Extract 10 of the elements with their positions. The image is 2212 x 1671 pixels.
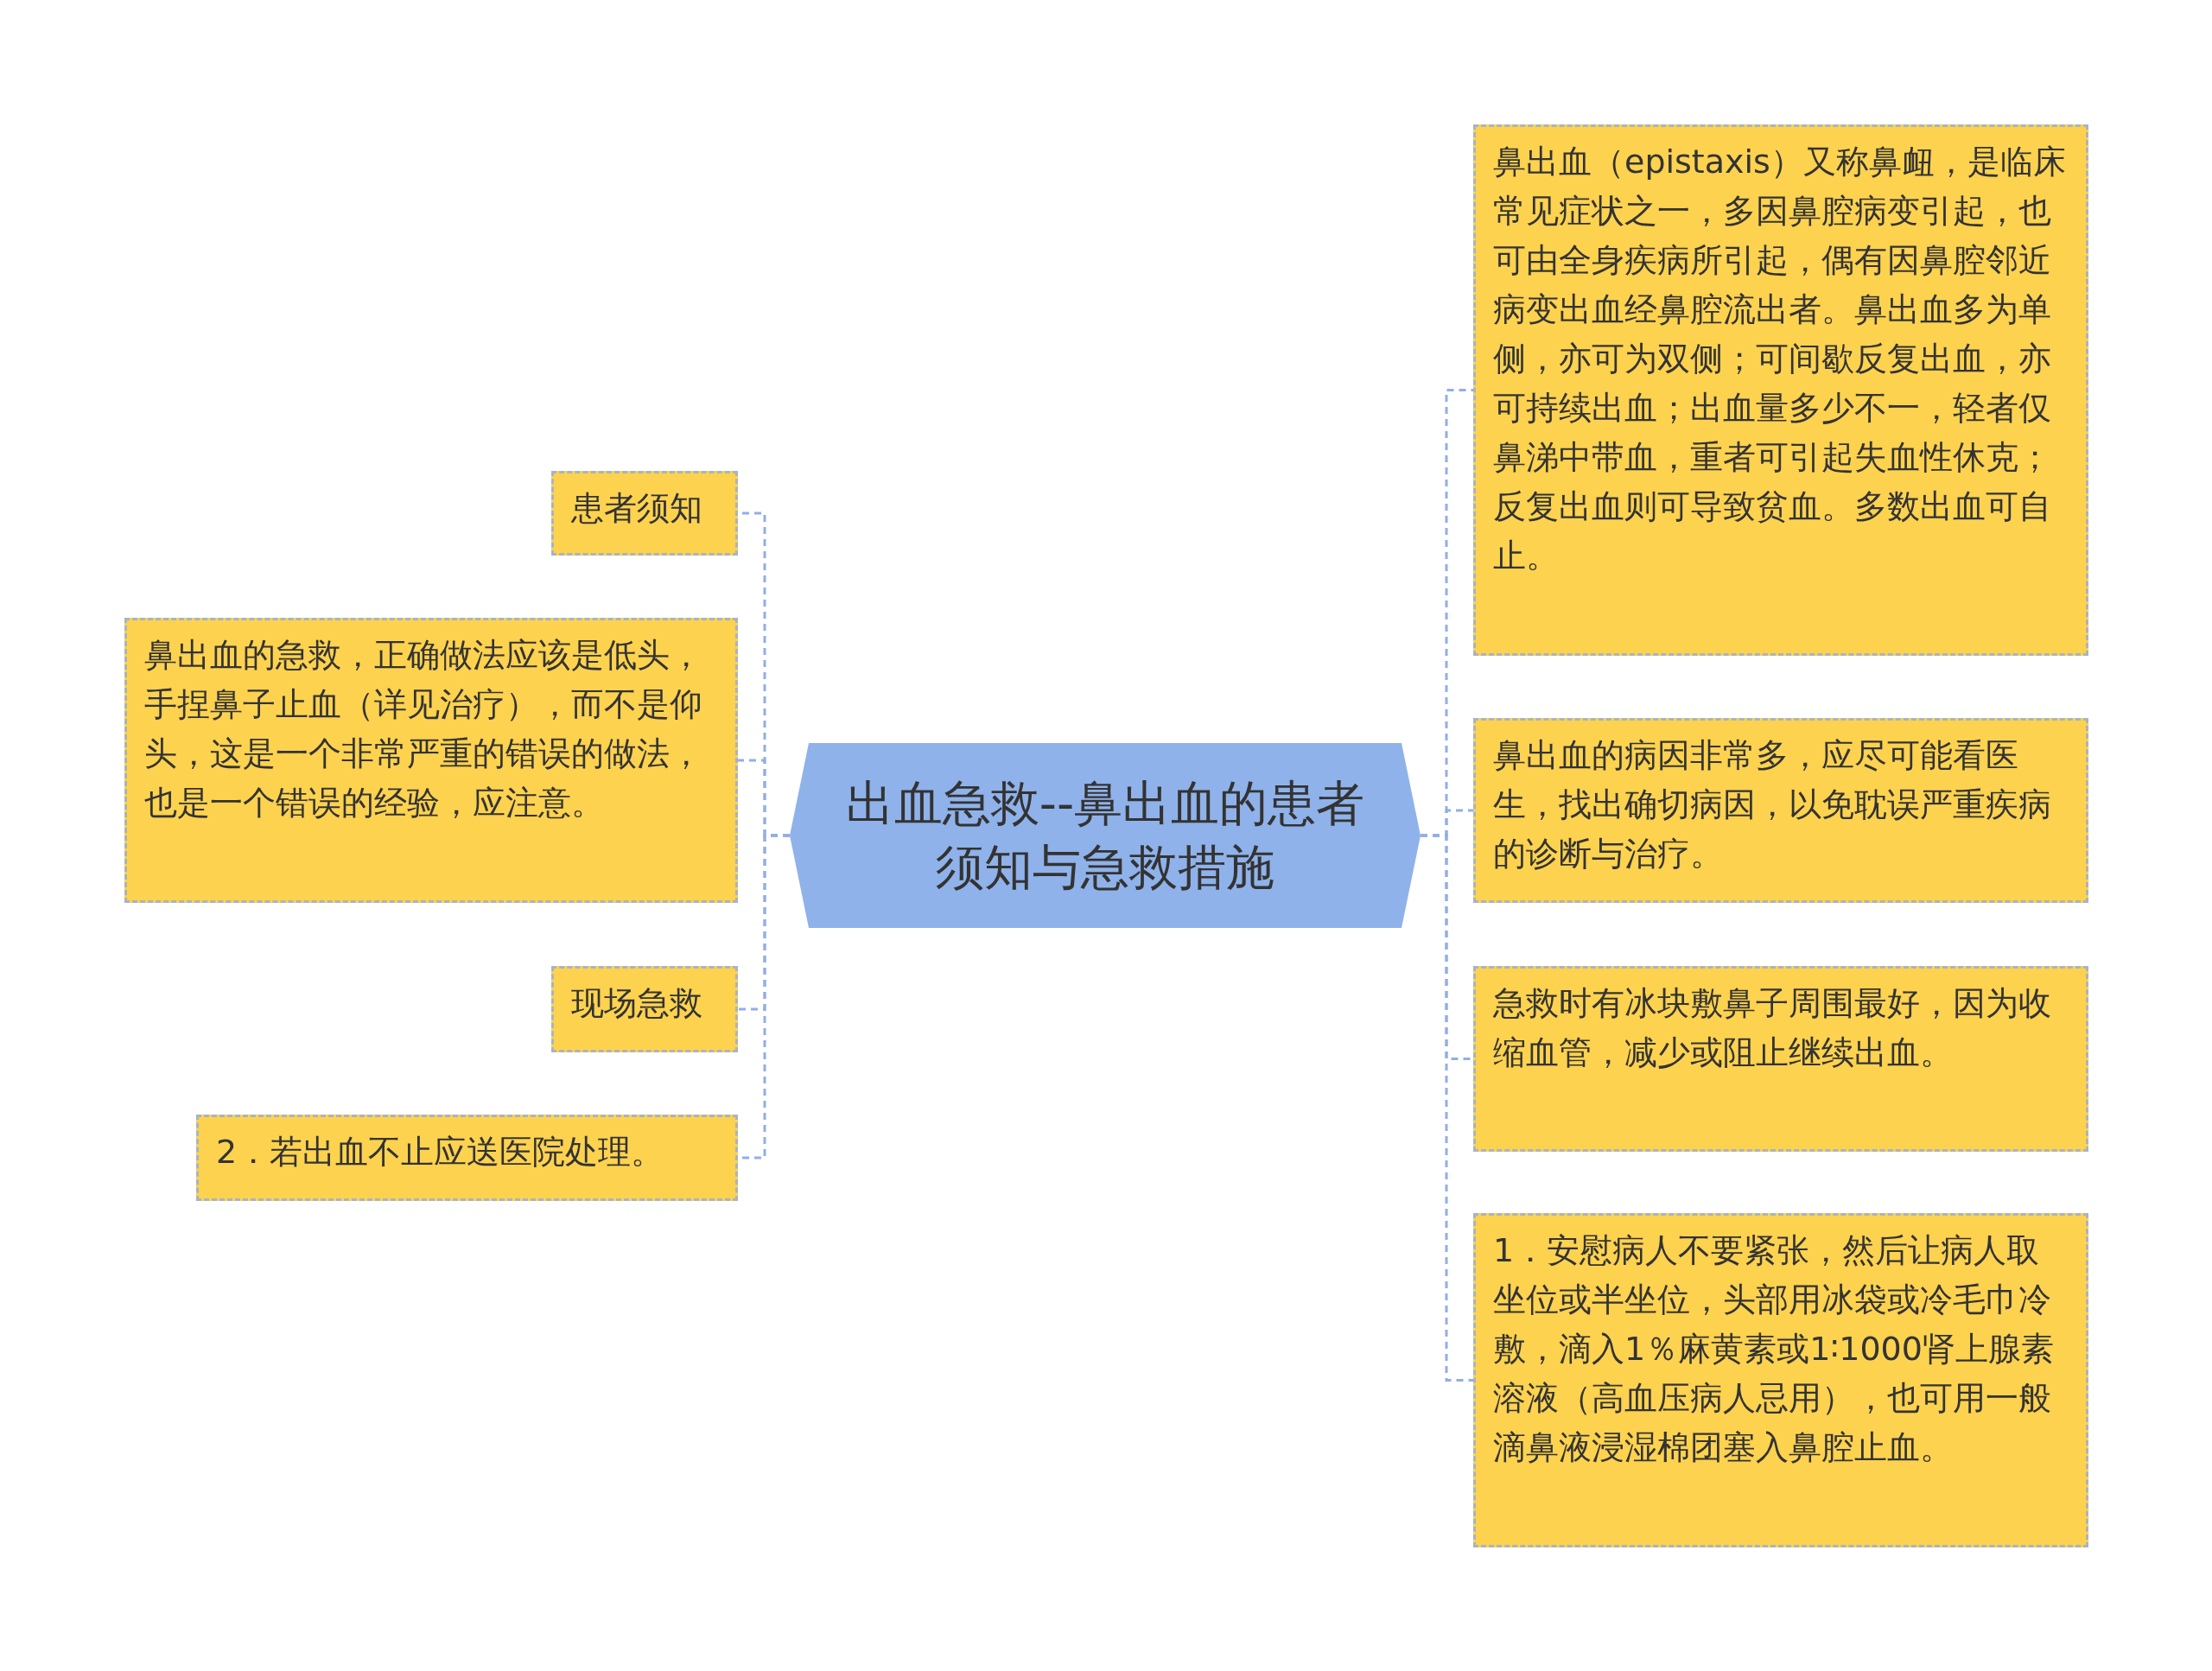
- topic-box: 患者须知: [551, 471, 738, 556]
- topic-box: 鼻出血的病因非常多，应尽可能看医生，找出确切病因，以免耽误严重疾病的诊断与治疗。: [1473, 718, 2088, 903]
- topic-box: 鼻出血（epistaxis）又称鼻衄，是临床常见症状之一，多因鼻腔病变引起，也可由全身疾病所引起，偶有因鼻腔邻近病变出血经鼻腔流出者。鼻出血多为单侧，亦可为双侧；可间歇反复出血，亦可持续出血；出血量多少不一，轻者仅鼻涕中带血，重者可引起失血性休克；反复出血则可导致贫血。多数出血可自止。: [1473, 124, 2088, 656]
- topic-box: 1．安慰病人不要紧张，然后让病人取坐位或半坐位，头部用冰袋或冷毛巾冷敷，滴入1％麻黄素或1∶1000肾上腺素溶液（高血压病人忌用），也可用一般滴鼻液浸湿棉团塞入鼻腔止血。: [1473, 1213, 2088, 1547]
- topic-box: 鼻出血的急救，正确做法应该是低头，手捏鼻子止血（详见治疗），而不是仰头，这是一个非常严重的错误的做法，也是一个错误的经验，应注意。: [124, 618, 738, 903]
- topic-box: 2．若出血不止应送医院处理。: [196, 1115, 738, 1201]
- connector-line: [1421, 834, 1473, 1382]
- hexagon-node: 出血急救--鼻出血的患者须知与急救措施: [790, 743, 1421, 928]
- topic-box: 现场急救: [551, 966, 738, 1052]
- topic-box: 急救时有冰块敷鼻子周围最好，因为收缩血管，减少或阻止继续出血。: [1473, 966, 2088, 1152]
